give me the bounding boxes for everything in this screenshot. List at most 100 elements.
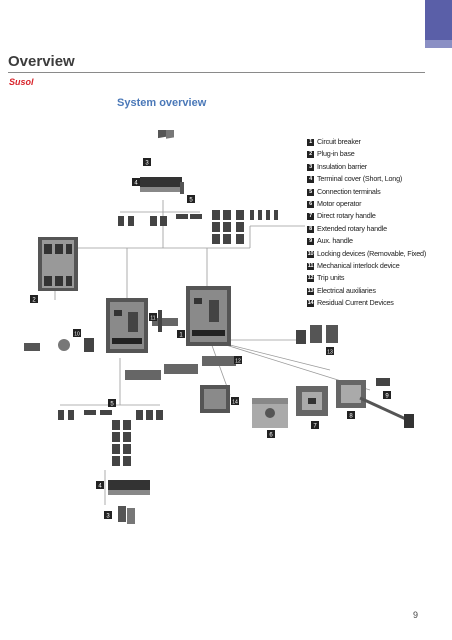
svg-text:1: 1 bbox=[179, 333, 183, 339]
legend-number: 6 bbox=[307, 201, 314, 209]
terminal-cover-top bbox=[140, 177, 184, 194]
callout-3-bottom: 3 bbox=[104, 511, 112, 520]
legend-label: Mechanical interlock device bbox=[317, 261, 400, 271]
callout-5-bottom: 5 bbox=[108, 399, 116, 408]
legend-number: 2 bbox=[307, 151, 314, 159]
callout-1: 1 bbox=[177, 330, 185, 339]
connector-lines bbox=[54, 200, 371, 505]
callout-8: 8 bbox=[347, 411, 355, 420]
legend-number: 12 bbox=[307, 275, 314, 283]
legend-number: 11 bbox=[307, 263, 314, 271]
svg-text:2: 2 bbox=[32, 298, 36, 304]
callout-14: 14 bbox=[231, 397, 239, 406]
locking-devices bbox=[24, 338, 94, 352]
legend-label: Insulation barrier bbox=[317, 161, 367, 171]
callout-13: 13 bbox=[326, 347, 334, 356]
svg-text:3: 3 bbox=[145, 161, 149, 167]
circuit-breaker-left bbox=[106, 298, 148, 353]
section-subtitle: System overview bbox=[117, 97, 207, 109]
mechanical-interlock bbox=[152, 310, 178, 332]
circuit-breaker-right bbox=[186, 286, 231, 346]
motor-operator bbox=[252, 398, 288, 428]
svg-text:10: 10 bbox=[74, 332, 80, 338]
callout-5-top: 5 bbox=[187, 195, 195, 204]
callout-labels: 3 4 5 2 10 11 1 12 13 14 5 4 3 6 7 8 9 bbox=[30, 158, 391, 520]
legend-label: Direct rotary handle bbox=[317, 211, 376, 221]
callout-4-top: 4 bbox=[132, 178, 140, 187]
residual-current-device bbox=[200, 385, 230, 413]
aux-handle bbox=[376, 378, 390, 386]
svg-text:12: 12 bbox=[235, 359, 241, 365]
svg-text:5: 5 bbox=[189, 198, 193, 204]
legend-number: 5 bbox=[307, 188, 314, 196]
svg-text:11: 11 bbox=[150, 316, 155, 322]
callout-11: 11 bbox=[149, 313, 157, 322]
legend-label: Motor operator bbox=[317, 199, 362, 209]
svg-text:13: 13 bbox=[327, 350, 333, 356]
callout-10: 10 bbox=[73, 329, 81, 338]
svg-text:4: 4 bbox=[98, 484, 102, 490]
plug-in-base bbox=[38, 237, 78, 291]
page-title: Overview bbox=[8, 53, 75, 70]
svg-text:7: 7 bbox=[313, 424, 317, 430]
svg-text:6: 6 bbox=[269, 433, 273, 439]
electrical-auxiliaries bbox=[296, 325, 338, 344]
callout-6: 6 bbox=[267, 430, 275, 439]
legend-number: 3 bbox=[307, 163, 314, 171]
legend-number: 8 bbox=[307, 225, 314, 233]
svg-text:14: 14 bbox=[232, 400, 238, 406]
legend-number: 4 bbox=[307, 176, 314, 184]
legend-label: Electrical auxiliaries bbox=[317, 285, 376, 295]
terminal-cover-bottom bbox=[108, 480, 150, 495]
extended-rotary-handle bbox=[336, 380, 414, 428]
callout-4-bottom: 4 bbox=[96, 481, 104, 490]
direct-rotary-handle bbox=[296, 386, 328, 416]
trip-units bbox=[125, 356, 236, 380]
chapter-tab bbox=[425, 0, 452, 40]
legend-label: Trip units bbox=[317, 273, 345, 283]
brand-logo: Susol bbox=[9, 77, 34, 87]
legend-label: Terminal cover (Short, Long) bbox=[317, 174, 403, 184]
legend-number: 14 bbox=[307, 300, 314, 308]
connection-terminals-top bbox=[118, 210, 278, 244]
legend-number: 10 bbox=[307, 250, 314, 258]
callout-12: 12 bbox=[234, 356, 242, 365]
svg-text:3: 3 bbox=[106, 514, 110, 520]
page-number: 9 bbox=[412, 610, 418, 620]
legend-label: Locking devices (Removable, Fixed) bbox=[317, 248, 427, 258]
callout-9: 9 bbox=[383, 391, 391, 400]
legend-label: Connection terminals bbox=[317, 186, 381, 196]
svg-text:4: 4 bbox=[134, 181, 138, 187]
legend-label: Extended rotary handle bbox=[317, 223, 387, 233]
svg-text:9: 9 bbox=[385, 394, 389, 400]
legend-label: Aux. handle bbox=[317, 236, 353, 246]
insulation-barrier-top bbox=[158, 130, 174, 139]
svg-text:8: 8 bbox=[349, 414, 353, 420]
connection-terminals-bottom bbox=[58, 410, 163, 466]
legend-label: Circuit breaker bbox=[317, 137, 361, 146]
system-overview-diagram: 3 4 5 2 10 11 1 12 13 14 5 4 3 6 7 8 9 bbox=[24, 130, 414, 524]
legend-label: Residual Current Devices bbox=[317, 298, 394, 308]
legend-label: Plug-in base bbox=[317, 149, 355, 159]
legend-number: 13 bbox=[307, 287, 314, 295]
legend-number: 1 bbox=[307, 139, 314, 146]
legend-number: 9 bbox=[307, 238, 314, 246]
callout-2: 2 bbox=[30, 295, 38, 304]
title-divider bbox=[8, 72, 425, 73]
legend-number: 7 bbox=[307, 213, 314, 221]
